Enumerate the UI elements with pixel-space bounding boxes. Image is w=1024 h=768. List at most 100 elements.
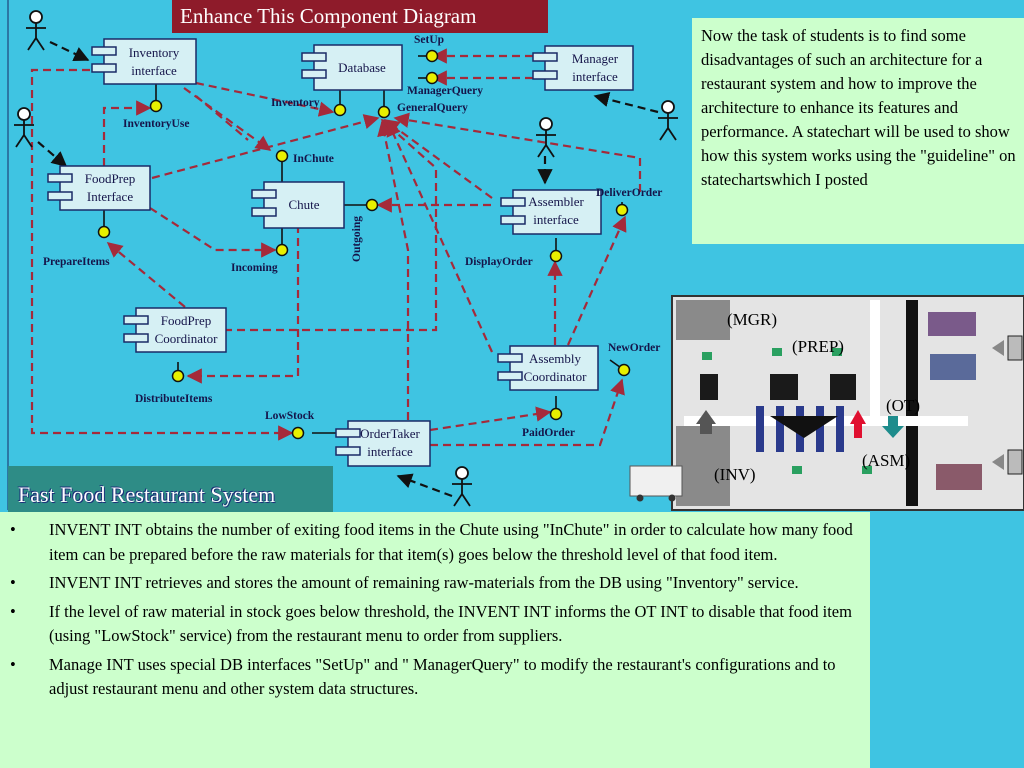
door-icon <box>1007 335 1023 361</box>
ordertaker-component-label: interface <box>367 444 413 459</box>
component-chute: Chute <box>251 181 345 229</box>
dep-coordinator-to-generalquery <box>224 118 438 332</box>
mgr-plan-label: (MGR) <box>727 310 777 329</box>
entry-arrow-icon <box>992 454 1004 470</box>
asm-plan-label: (ASM) <box>862 451 910 470</box>
dep-inventory-to-db <box>195 81 335 117</box>
footer-title: Fast Food Restaurant System <box>18 482 276 507</box>
dep-inventory-to-lowstock <box>30 68 294 441</box>
displayorder-interface-ball <box>549 249 563 263</box>
component-inventory-interface: Inventory interface <box>91 38 197 85</box>
generalquery-interface-ball <box>377 105 391 119</box>
actor-arrow-inventory <box>49 41 90 62</box>
component-foodprep-coordinator: FoodPrep Coordinator <box>123 307 227 353</box>
bullet-text: Manage INT uses special DB interfaces "S… <box>49 654 836 699</box>
setup-interface-ball <box>425 49 439 63</box>
displayorder-label: DisplayOrder <box>465 256 533 268</box>
inventoryuse-label: InventoryUse <box>123 118 189 130</box>
assembler-component-label: interface <box>533 212 579 227</box>
chute-arrow-icon <box>770 416 838 438</box>
coordinator-component-label: Coordinator <box>155 331 218 346</box>
wall-prep <box>870 300 880 420</box>
dep-assembler-to-generalquery <box>383 119 493 199</box>
actor-arrow-ordertaker <box>396 473 453 498</box>
grey-up-arrow-icon <box>696 410 716 434</box>
paidorder-interface-ball <box>549 407 563 421</box>
prepareitems-interface-ball <box>97 225 111 239</box>
chute-component-label: Chute <box>288 197 319 212</box>
distributeitems-interface-ball <box>171 369 185 383</box>
manager-component-label: Manager <box>572 51 619 66</box>
paidorder-label: PaidOrder <box>522 427 575 439</box>
prep-plan-label: (PREP) <box>792 337 844 356</box>
managerquery-interface-ball <box>425 71 439 85</box>
distributeitems-label: DistributeItems <box>135 393 213 405</box>
outgoing-label: Outgoing <box>351 216 363 262</box>
inventory-component-label: Inventory <box>129 45 180 60</box>
lowstock-interface-ball <box>291 426 305 440</box>
component-manager-interface: Manager interface <box>532 45 634 91</box>
component-foodprep-interface: FoodPrep Interface <box>47 165 151 211</box>
dep-ordertaker-to-paidorder <box>429 406 552 432</box>
inventory-interface-ball <box>333 103 347 117</box>
deliverorder-label: DeliverOrder <box>596 187 662 199</box>
inventoryuse-interface-ball <box>149 99 163 113</box>
component-ordertaker-interface: OrderTaker interface <box>335 420 431 467</box>
dep-foodprep-to-inventoryuse <box>102 100 152 166</box>
prep-stations <box>700 374 856 400</box>
explanation-panel: •INVENT INT obtains the number of exitin… <box>0 512 870 768</box>
inventory-component-label: interface <box>131 63 177 78</box>
interface-balls <box>97 49 631 440</box>
bullet-symbol: • <box>10 520 16 539</box>
dep-assembler-right-to-generalquery <box>393 112 642 192</box>
manager-office <box>676 300 730 340</box>
list-item: •INVENT INT obtains the number of exitin… <box>0 518 864 567</box>
dependency-lines <box>30 48 642 447</box>
dep-foodprep-to-incoming <box>149 207 277 258</box>
neworder-interface-ball <box>617 363 631 377</box>
setup-label: SetUp <box>414 34 444 46</box>
assembler-component-label: Assembler <box>528 194 584 209</box>
actor-arrows <box>37 41 659 498</box>
actor-foodprep-user <box>14 107 34 148</box>
inventory-interface-label: Inventory <box>271 97 320 109</box>
dep-assembly-to-deliverorder <box>566 215 627 346</box>
actor-arrow-manager <box>593 91 659 114</box>
component-database: Database <box>301 44 403 91</box>
actor-inventory-user <box>26 10 46 51</box>
bullet-text: If the level of raw material in stock go… <box>49 601 852 646</box>
component-assembler-interface: Assembler interface <box>500 189 602 235</box>
outgoing-interface-ball <box>365 198 379 212</box>
actor-ordertaker-user <box>452 466 472 507</box>
workstation-screens <box>702 348 872 474</box>
dep-inventory-extra <box>195 95 249 141</box>
delivery-truck-icon <box>629 465 683 497</box>
ot-plan-label: (OT) <box>886 396 920 415</box>
red-up-arrow-icon <box>850 410 866 438</box>
incoming-label: Incoming <box>231 262 278 274</box>
database-component-label: Database <box>338 60 386 75</box>
task-note: Now the task of students is to find some… <box>692 18 1024 244</box>
counter-divider <box>906 300 918 506</box>
dep-ordertaker-to-neworder <box>430 378 625 447</box>
inchute-label: InChute <box>293 153 334 165</box>
bullet-symbol: • <box>10 654 16 674</box>
actors <box>14 10 678 507</box>
explanation-list: •INVENT INT obtains the number of exitin… <box>0 518 864 702</box>
neworder-label: NewOrder <box>608 342 660 354</box>
bullet-symbol: • <box>10 573 16 592</box>
inv-plan-label: (INV) <box>714 465 756 484</box>
managerquery-label: ManagerQuery <box>407 85 483 97</box>
actor-assembler-user <box>536 117 556 158</box>
door-icon <box>1007 449 1023 475</box>
lowstock-label: LowStock <box>265 410 315 422</box>
bullet-symbol: • <box>10 601 16 621</box>
incoming-interface-ball <box>275 243 289 257</box>
assembly-component-label: Assembly <box>529 351 582 366</box>
prepareitems-label: PrepareItems <box>43 256 110 268</box>
entry-arrow-icon <box>992 340 1004 356</box>
dep-chute-to-distributeitems <box>186 225 300 384</box>
restaurant-floor-plan: (MGR) (PREP) (OT) (ASM) (INV) <box>629 295 1024 511</box>
dep-ordertaker-to-generalquery <box>377 120 410 420</box>
